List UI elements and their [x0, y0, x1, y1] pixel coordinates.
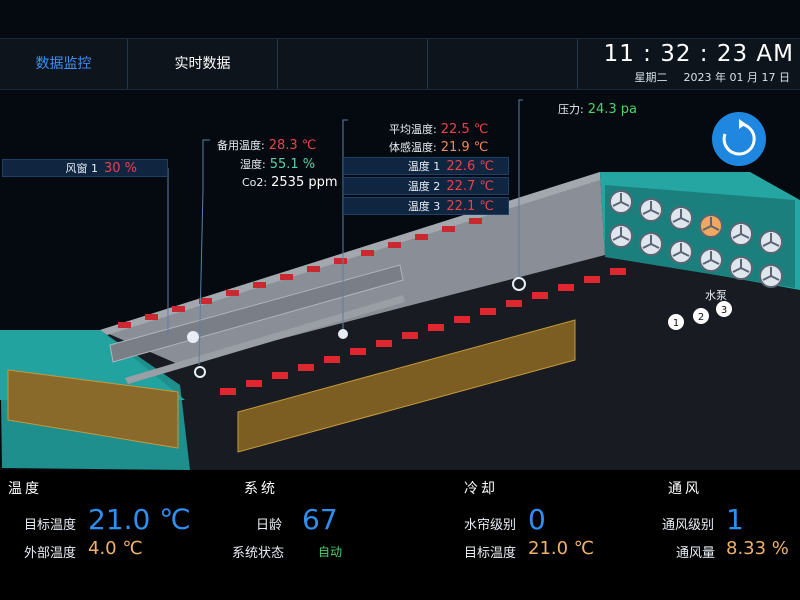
refresh-button[interactable] — [712, 112, 766, 166]
section-title-ventilation: 通风 — [668, 481, 702, 497]
tab-empty-2[interactable] — [428, 39, 578, 89]
fan-icon — [609, 224, 633, 248]
refresh-icon — [722, 119, 756, 156]
clock-time: 11 : 32 : 23 AM — [603, 41, 794, 67]
backup-temp-row: 备用温度:28.3 ℃ — [217, 138, 317, 153]
vent-level-value: 1 — [726, 503, 744, 536]
system-status-value: 自动 — [318, 545, 343, 559]
sensor-icon[interactable] — [194, 366, 206, 378]
co2-row: Co2:2535 ppm — [242, 175, 338, 190]
barn-floor — [2, 255, 800, 470]
window-1-value: 30 % — [103, 161, 137, 176]
cooling-target-value: 21.0 ℃ — [528, 538, 595, 559]
fan-icon — [699, 248, 723, 272]
pump-2[interactable]: 2 — [693, 308, 709, 324]
feel-temp-row: 体感温度:21.9 ℃ — [389, 140, 489, 155]
sensor-icon[interactable] — [512, 277, 526, 291]
fan-icon — [609, 190, 633, 214]
bottom-status-panel: 温度 目标温度 21.0 ℃ 外部温度 4.0 ℃ 系统 日龄 67 系统状态 … — [0, 470, 800, 600]
fan-icon — [639, 232, 663, 256]
fan-icon — [759, 264, 783, 288]
heater-lamps-front — [220, 268, 626, 395]
temp-2-value: 22.7 ℃ — [446, 179, 494, 194]
fan-icon — [729, 256, 753, 280]
heater-lamps-back — [118, 218, 482, 328]
fan-array — [609, 190, 783, 288]
pressure-value: 24.3 pa — [587, 102, 638, 117]
outside-temp-value: 4.0 ℃ — [88, 538, 143, 559]
curtain-level-value: 0 — [528, 503, 546, 536]
vent-volume-value: 8.33 % — [726, 538, 789, 559]
window-1-name: 风窗 1 — [65, 162, 98, 175]
fan-icon — [759, 230, 783, 254]
humidity-row: 湿度:55.1 % — [240, 157, 316, 172]
target-temp-value: 21.0 ℃ — [88, 503, 191, 536]
avg-temp-value: 22.5 ℃ — [440, 122, 489, 137]
temp-1-value: 22.6 ℃ — [446, 159, 494, 174]
pump-1-label: 1 — [673, 318, 679, 329]
cooling-target-label: 目标温度 — [464, 546, 517, 561]
clock-weekday: 星期二 — [634, 71, 668, 84]
pump-2-label: 2 — [698, 312, 704, 323]
section-title-temperature: 温度 — [8, 481, 42, 497]
cooling-pad-front — [237, 319, 576, 453]
feel-temp-value: 21.9 ℃ — [440, 140, 489, 155]
backup-temp-value: 28.3 ℃ — [268, 138, 317, 153]
outside-temp-label: 外部温度 — [24, 546, 77, 561]
avg-temp-row: 平均温度:22.5 ℃ — [389, 122, 489, 137]
section-title-system: 系统 — [244, 481, 278, 497]
humidity-value: 55.1 % — [269, 157, 316, 172]
system-status-label: 系统状态 — [232, 546, 285, 561]
pump-label: 水泵 — [705, 289, 727, 302]
temp-3-value: 22.1 ℃ — [446, 199, 494, 214]
co2-value: 2535 ppm — [271, 175, 338, 190]
tab-realtime-data[interactable]: 实时数据 — [128, 39, 278, 89]
pump-3-label: 3 — [721, 305, 727, 316]
pump-1[interactable]: 1 — [668, 314, 684, 330]
pressure-row: 压力:24.3 pa — [558, 102, 638, 117]
target-temp-label: 目标温度 — [24, 518, 77, 533]
vent-level-label: 通风级别 — [662, 518, 715, 533]
sensor-icon[interactable] — [338, 329, 348, 339]
fan-icon — [729, 222, 753, 246]
pump-3[interactable]: 3 — [716, 301, 732, 317]
curtain-level-label: 水帘级别 — [464, 518, 517, 533]
barn-3d-view: 1 2 3 水泵 — [0, 99, 800, 470]
clock-date: 星期二 2023 年 01 月 17 日 — [635, 69, 790, 85]
fan-icon-active — [699, 214, 723, 238]
fan-icon — [639, 198, 663, 222]
fan-icon — [669, 240, 693, 264]
clock-date-value: 2023 年 01 月 17 日 — [683, 71, 790, 84]
tab-empty-1[interactable] — [278, 39, 428, 89]
sensor-icon[interactable] — [187, 331, 199, 343]
cooling-pad-left — [7, 369, 179, 449]
section-title-cooling: 冷却 — [464, 481, 498, 497]
fan-icon — [669, 206, 693, 230]
age-label: 日龄 — [256, 518, 283, 533]
age-value: 67 — [302, 503, 338, 536]
vent-volume-label: 通风量 — [676, 546, 716, 561]
tab-data-monitor[interactable]: 数据监控 — [0, 39, 128, 89]
top-bar: 数据监控 实时数据 11 : 32 : 23 AM 星期二 2023 年 01 月… — [0, 38, 800, 90]
window-1-label[interactable]: 风窗 1 30 % — [2, 159, 168, 177]
